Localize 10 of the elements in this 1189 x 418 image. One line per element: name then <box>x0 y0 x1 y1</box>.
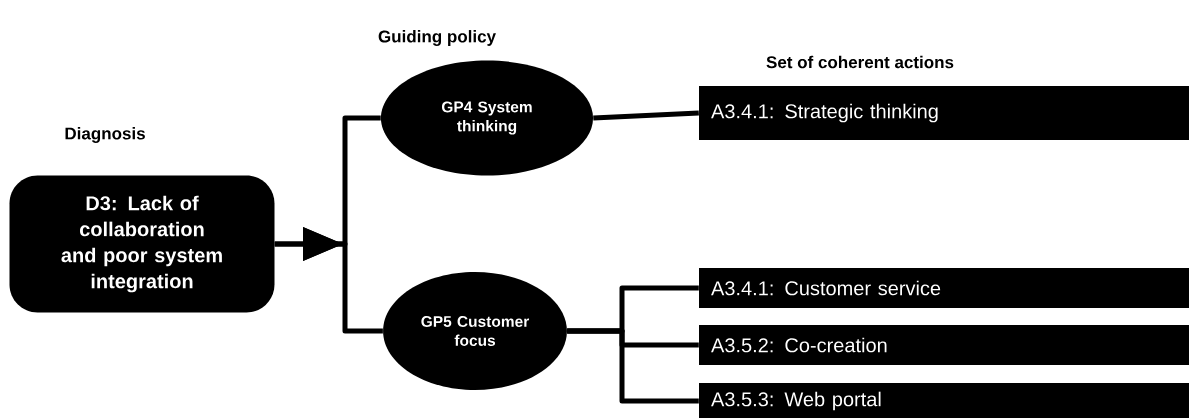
connector <box>593 110 699 121</box>
action-bar: A3.5.2: Co-creation <box>699 325 1189 365</box>
process-box: D3: Lack of collaboration and poor system integration <box>9 175 275 313</box>
action-bar: A3.4.1: Customer service <box>699 268 1189 308</box>
action-bar: A3.5.3: Web portal <box>699 383 1189 418</box>
heading: Set of coherent actions <box>766 55 954 69</box>
action-bar: A3.4.1: Strategic thinking <box>699 86 1189 140</box>
heading: Diagnosis <box>65 127 145 143</box>
connector <box>274 227 383 334</box>
connector <box>567 328 699 404</box>
